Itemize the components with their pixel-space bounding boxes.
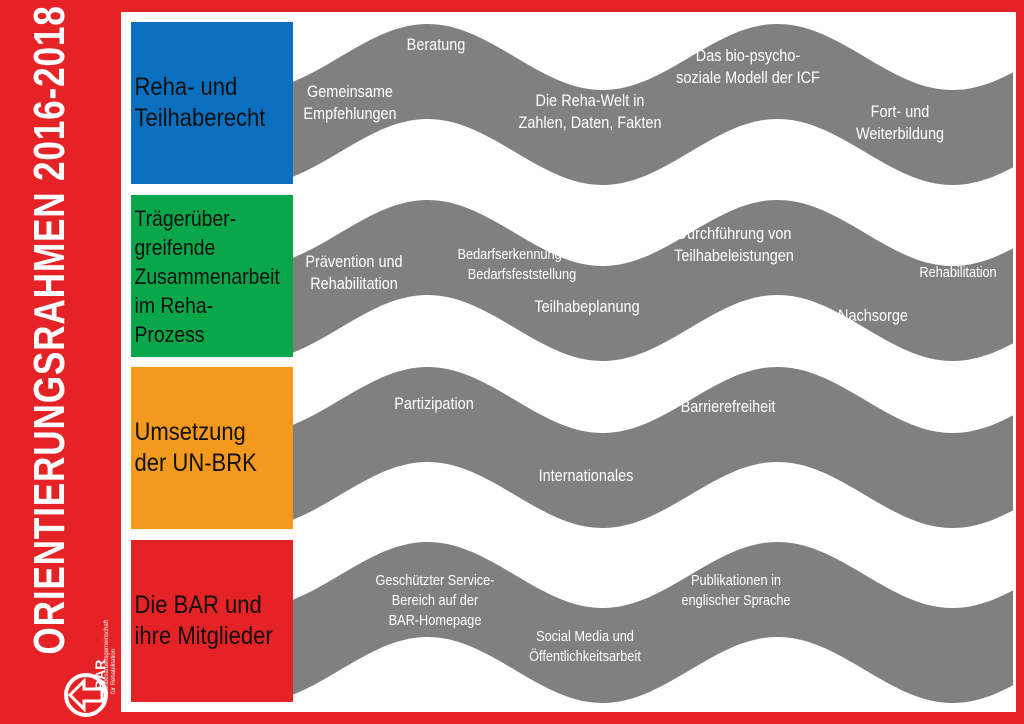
wave-band-row-3 xyxy=(293,367,1013,528)
topic-label: Internationales xyxy=(538,466,634,485)
category-label: Reha- und Teilhaberecht xyxy=(134,73,266,132)
category-box-bar-mitglieder: Die BAR und ihre Mitglieder xyxy=(131,540,293,702)
category-box-un-brk: Umsetzung der UN-BRK xyxy=(131,367,293,529)
topic-label: Prävention und Rehabilitation xyxy=(305,252,403,293)
topic-label: Beratung xyxy=(406,35,466,54)
wave-band-row-2 xyxy=(293,200,1013,361)
topic-label: Publikationen in englischer Sprache xyxy=(681,572,791,609)
topic-label: Teilhabeplanung xyxy=(534,297,640,316)
topic-label: Das bio-psycho- soziale Modell der ICF xyxy=(676,46,820,87)
topic-label: Bedarfserkennung und Bedarfsfeststellung xyxy=(457,246,587,283)
category-label: Trägerüber- greifende Zusammenarbeit im … xyxy=(134,205,280,347)
bar-arrow-circle-icon xyxy=(64,673,108,717)
category-label: Die BAR und ihre Mitglieder xyxy=(134,591,273,650)
category-label: Umsetzung der UN-BRK xyxy=(134,418,257,477)
wave-band-row-1 xyxy=(293,24,1013,185)
logo-subtitle: Bundesarbeitsgemeinschaft für Rehabilita… xyxy=(104,619,117,694)
topic-label: Partizipation xyxy=(394,394,474,413)
topic-label: Pflege und Rehabilitation xyxy=(919,244,997,281)
topic-label: Durchführung von Teilhabeleistungen xyxy=(674,224,794,265)
category-box-reha-recht: Reha- und Teilhaberecht xyxy=(131,22,293,184)
category-box-zusammenarbeit: Trägerüber- greifende Zusammenarbeit im … xyxy=(131,195,293,357)
topic-label: Gemeinsame Empfehlungen xyxy=(303,82,397,123)
topic-label: Geschützter Service- Bereich auf der BAR… xyxy=(375,572,495,629)
topic-label: Die Reha-Welt in Zahlen, Daten, Fakten xyxy=(518,91,662,132)
topic-label: Social Media und Öffentlichkeitsarbeit xyxy=(529,628,641,665)
topic-label: Barrierefreiheit xyxy=(680,397,776,416)
wave-band-row-4 xyxy=(293,542,1013,703)
topic-label: Fort- und Weiterbildung xyxy=(855,102,945,143)
topic-label: Nachsorge xyxy=(838,306,908,325)
